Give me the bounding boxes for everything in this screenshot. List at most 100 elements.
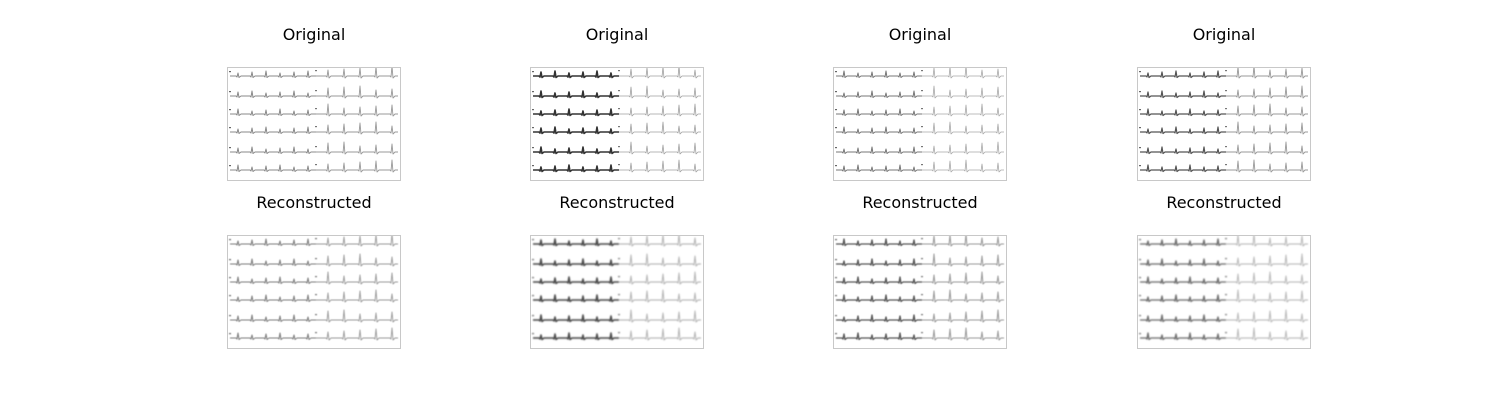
ecg-lead-marker (921, 70, 923, 72)
ecg-lead-right-trace (922, 159, 1004, 173)
ecg-lead-right-trace (922, 271, 1004, 285)
ecg-lead-right-trace (619, 103, 701, 117)
ecg-lead-marker (921, 108, 923, 110)
ecg-lead-left-trace (533, 70, 619, 79)
ecg-lead-right-trace (1226, 327, 1308, 341)
ecg-lead-marker (229, 147, 231, 149)
ecg-trace-svg (532, 68, 701, 173)
ecg-lead-marker (1139, 147, 1141, 149)
ecg-lead-marker (315, 90, 317, 92)
ecg-lead-left-trace (533, 146, 619, 155)
ecg-lead-left-trace (1140, 238, 1226, 247)
reconstructed-ecg-image-3 (833, 235, 1007, 349)
ecg-lead-marker (1225, 276, 1227, 278)
ecg-lead-right-trace (619, 121, 701, 135)
ecg-lead-right-trace (1226, 271, 1308, 285)
ecg-lead-left-trace (836, 238, 922, 247)
ecg-lead-left-trace (533, 258, 619, 267)
ecg-lead-left-trace (1140, 90, 1226, 99)
ecg-lead-marker (315, 70, 317, 72)
ecg-lead-right-trace (1226, 121, 1308, 135)
ecg-lead-left-trace (836, 126, 922, 134)
ecg-lead-left-trace (230, 90, 316, 98)
ecg-lead-right-trace (922, 68, 1004, 79)
original-title-2: Original (585, 25, 649, 44)
ecg-lead-marker (1139, 165, 1141, 167)
ecg-lead-marker (1225, 332, 1227, 334)
ecg-lead-marker (1225, 258, 1227, 260)
reconstructed-ecg-image-1 (227, 235, 401, 349)
ecg-lead-marker (532, 147, 534, 149)
ecg-lead-left-trace (1140, 108, 1226, 117)
ecg-lead-right-trace (922, 103, 1004, 117)
ecg-lead-left-trace (1140, 70, 1226, 79)
ecg-lead-right-trace (922, 85, 1004, 99)
ecg-lead-marker (315, 314, 317, 316)
ecg-lead-marker (1225, 146, 1227, 148)
ecg-lead-left-trace (1140, 164, 1226, 173)
original-ecg-image-4 (1137, 67, 1311, 181)
ecg-lead-left-trace (1140, 146, 1226, 155)
original-title-4: Original (1192, 25, 1256, 44)
ecg-lead-marker (835, 71, 837, 73)
ecg-lead-marker (618, 258, 620, 260)
ecg-lead-right-trace (619, 271, 701, 285)
ecg-lead-marker (835, 239, 837, 241)
ecg-lead-marker (229, 315, 231, 317)
ecg-lead-right-trace (316, 309, 398, 323)
ecg-lead-right-trace (316, 253, 398, 267)
ecg-lead-left-trace (533, 332, 619, 341)
ecg-lead-left-trace (533, 90, 619, 99)
ecg-lead-marker (229, 239, 231, 241)
ecg-lead-marker (835, 315, 837, 317)
ecg-lead-marker (618, 332, 620, 334)
ecg-lead-right-trace (922, 253, 1004, 267)
ecg-lead-right-trace (1226, 103, 1308, 117)
ecg-lead-marker (229, 91, 231, 93)
ecg-lead-marker (315, 294, 317, 296)
ecg-lead-left-trace (533, 126, 619, 135)
ecg-lead-marker (315, 238, 317, 240)
ecg-lead-right-trace (922, 141, 1004, 155)
ecg-lead-marker (618, 276, 620, 278)
ecg-lead-right-trace (316, 85, 398, 99)
ecg-lead-right-trace (1226, 68, 1308, 79)
reconstructed-ecg-image-4 (1137, 235, 1311, 349)
ecg-lead-left-trace (230, 294, 316, 302)
ecg-lead-marker (835, 127, 837, 129)
ecg-lead-left-trace (230, 146, 316, 154)
ecg-lead-left-trace (1140, 314, 1226, 323)
ecg-lead-left-trace (230, 108, 316, 116)
ecg-lead-marker (835, 295, 837, 297)
ecg-lead-right-trace (316, 271, 398, 285)
ecg-lead-right-trace (316, 289, 398, 303)
reconstructed-title-2: Reconstructed (559, 193, 675, 212)
ecg-lead-right-trace (1226, 309, 1308, 323)
ecg-lead-marker (532, 239, 534, 241)
ecg-lead-marker (1225, 238, 1227, 240)
ecg-lead-marker (229, 71, 231, 73)
ecg-lead-right-trace (316, 103, 398, 117)
ecg-lead-marker (1139, 295, 1141, 297)
ecg-lead-right-trace (316, 141, 398, 155)
ecg-lead-marker (1139, 239, 1141, 241)
ecg-trace-svg (835, 236, 1004, 341)
ecg-lead-right-trace (1226, 289, 1308, 303)
ecg-lead-marker (1225, 314, 1227, 316)
ecg-lead-marker (532, 127, 534, 129)
ecg-lead-right-trace (1226, 85, 1308, 99)
ecg-lead-marker (835, 109, 837, 111)
ecg-lead-marker (315, 332, 317, 334)
ecg-lead-left-trace (230, 276, 316, 284)
ecg-lead-left-trace (533, 164, 619, 173)
ecg-lead-marker (532, 295, 534, 297)
ecg-lead-right-trace (1226, 159, 1308, 173)
ecg-lead-right-trace (316, 68, 398, 79)
ecg-lead-left-trace (836, 70, 922, 78)
ecg-lead-left-trace (836, 314, 922, 323)
ecg-lead-right-trace (922, 121, 1004, 135)
ecg-lead-left-trace (836, 294, 922, 303)
ecg-lead-marker (315, 258, 317, 260)
ecg-lead-left-trace (230, 314, 316, 322)
ecg-trace-svg (229, 236, 398, 341)
